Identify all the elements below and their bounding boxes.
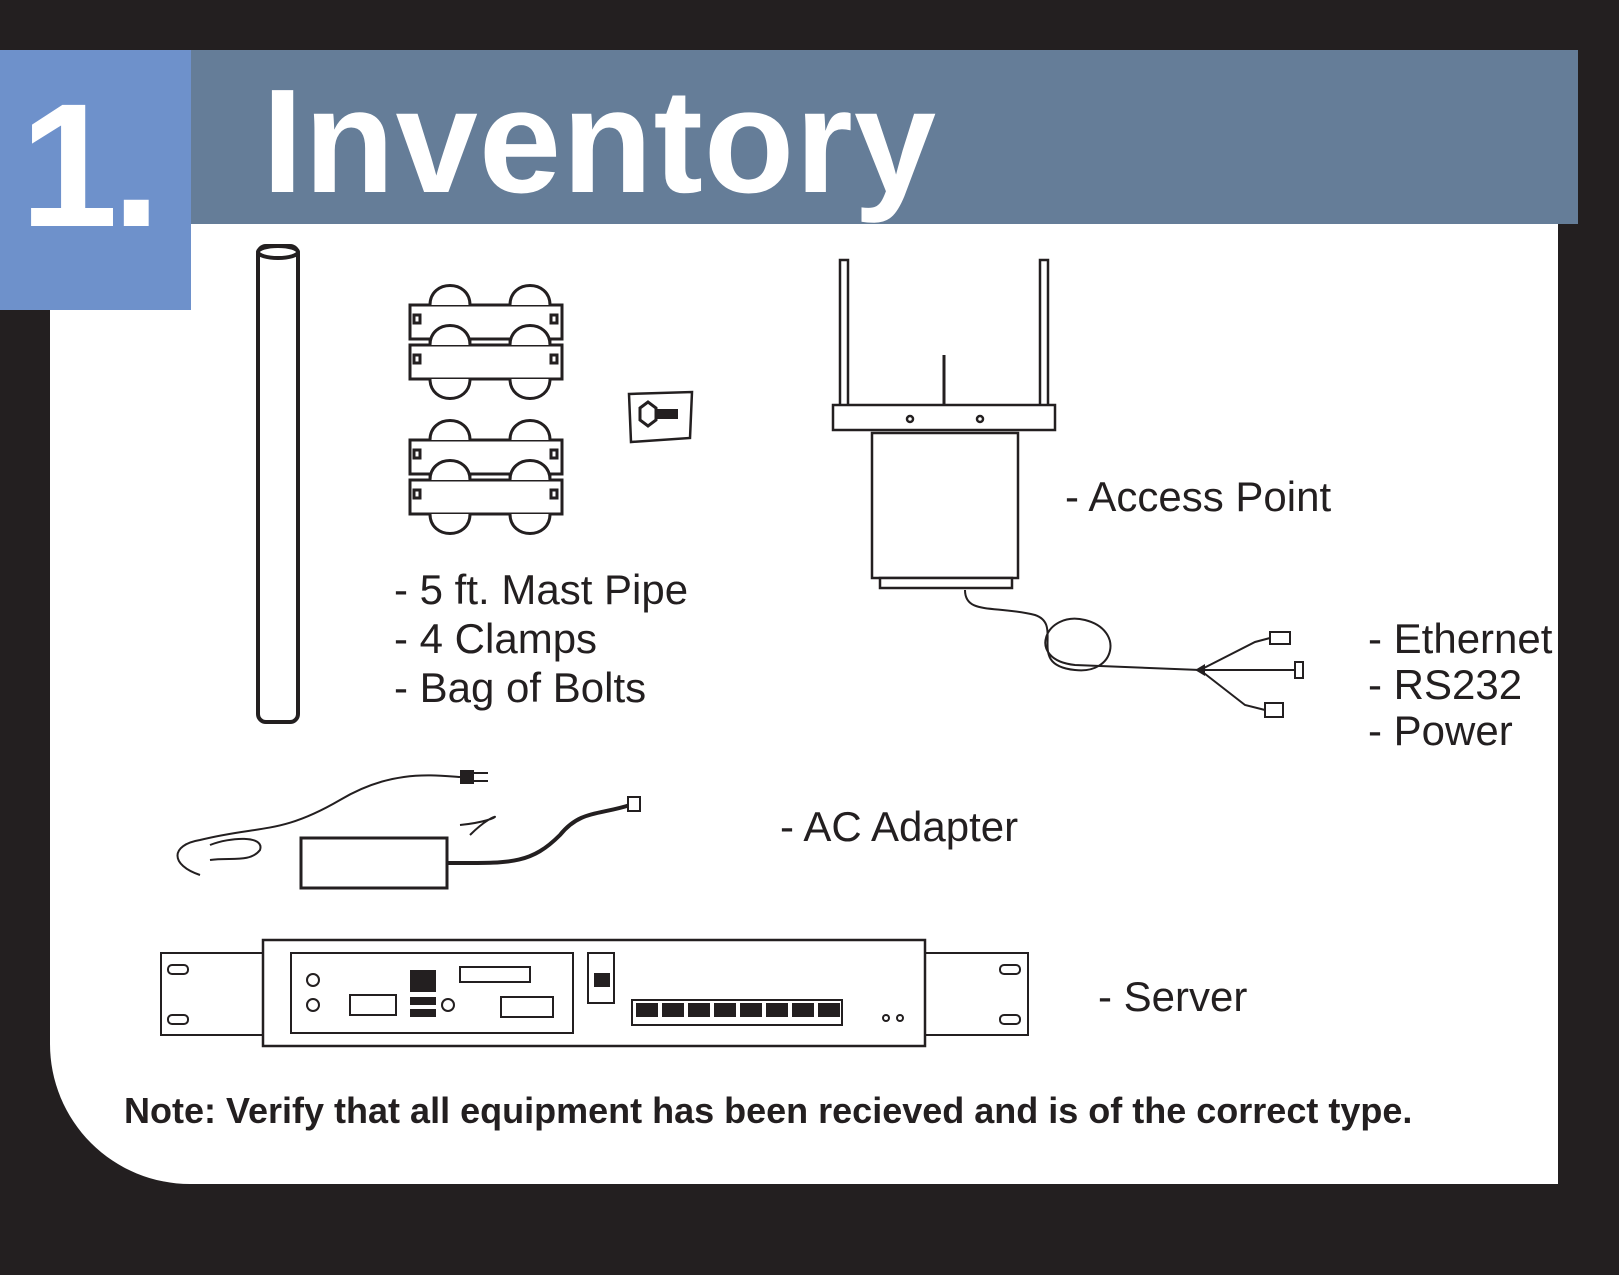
mast-kit-list: - 5 ft. Mast Pipe - 4 Clamps - Bag of Bo… [394, 565, 688, 712]
cable-list: - Ethernet - RS232 - Power [1368, 614, 1553, 754]
clamp-icon [408, 284, 564, 535]
server-icon [160, 938, 1029, 1048]
mast-pipe-icon [256, 244, 300, 724]
server-label: - Server [1098, 973, 1248, 1020]
bolt-bag-icon [627, 390, 694, 444]
access-point-label: - Access Point [1065, 473, 1332, 520]
page-title: Inventory [262, 59, 938, 224]
list-item: - Power [1368, 707, 1513, 754]
ac-adapter-label: - AC Adapter [780, 803, 1019, 850]
breakout-cable-icon [964, 589, 1304, 718]
list-item: - RS232 [1368, 661, 1523, 708]
verification-note: Note: Verify that all equipment has been… [124, 1090, 1413, 1131]
ac-adapter-icon [176, 770, 641, 890]
step-box [0, 50, 191, 310]
list-item: - Bag of Bolts [394, 664, 647, 711]
list-item: - 5 ft. Mast Pipe [394, 566, 689, 613]
list-item: - Ethernet [1368, 615, 1553, 662]
title-bar [190, 50, 1578, 224]
step-number: 1. [20, 68, 161, 264]
access-point-icon [831, 258, 1057, 590]
list-item: - 4 Clamps [394, 615, 598, 662]
